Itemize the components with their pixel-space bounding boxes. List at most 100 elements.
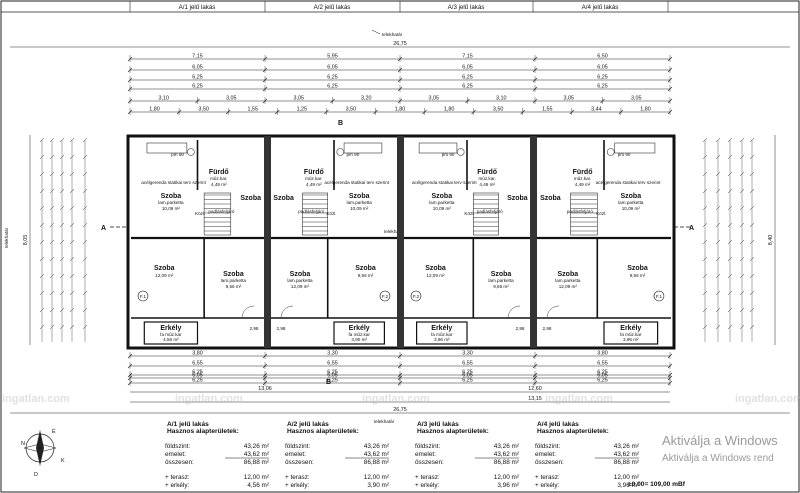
top-dim-0-3: 6,50: [597, 54, 608, 60]
pm-label-1: pm 90: [171, 152, 184, 157]
section-mark-b-bottom: B: [326, 379, 331, 386]
table-row-label-2-4: összesen:: [535, 459, 564, 466]
table-title-3: A/3 jelű lakás: [417, 421, 459, 428]
watermark-2: ingatlan.com: [175, 393, 243, 405]
terrace-dim-2: 2,98: [277, 326, 286, 331]
table-extra-label-0-1: + terasz:: [165, 474, 190, 481]
bottom-dim-2-0: 6,25: [192, 370, 203, 376]
column-marker-label-2: F.2: [382, 294, 389, 299]
table-row-value-1-1: 43,62 m²: [244, 451, 269, 458]
staircase-3: [472, 192, 499, 236]
bottom-dim-1-3: 6,55: [597, 361, 608, 367]
top-dim-5-6: 1,80: [444, 107, 455, 113]
column-marker-label-3: F.2: [413, 294, 420, 299]
top-dim-5-8: 1,55: [542, 107, 553, 113]
table-title-2: A/2 jelű lakás: [287, 421, 329, 428]
table-extra-label-0-3: + terasz:: [415, 474, 440, 481]
beam-note-4: acélgerenda statikai terv szerint: [596, 180, 661, 185]
watermark-4: ingatlan.com: [545, 393, 613, 405]
lower-room-b-floor-1: lam.parketta: [221, 278, 247, 283]
upper-room-area-3: 10,09 m²: [433, 206, 452, 211]
top-dim-3-0: 6,25: [192, 84, 203, 90]
table-row-label-0-4: földszint:: [535, 443, 560, 450]
table-extra-label-1-1: + erkély:: [165, 482, 190, 489]
balcony-1: [143, 321, 199, 345]
top-unit-a3: A/3 jelű lakás: [448, 4, 485, 11]
table-row-label-2-3: összesen:: [415, 459, 444, 466]
bottom-total-3: 13,15: [528, 396, 542, 402]
table-row-value-0-4: 43,26 m²: [614, 443, 639, 450]
top-dim-5-7: 3,50: [493, 107, 504, 113]
attic-note-4: padlásfeljáró: [567, 209, 593, 214]
top-dim-1-2: 6,05: [462, 65, 473, 71]
top-dim-4-1: 3,05: [226, 96, 237, 102]
bottom-total-2: 12,60: [528, 386, 542, 392]
lower-room-a-area-4: 9,56 m²: [630, 273, 646, 278]
lower-room-b-label-1: Szoba: [223, 271, 244, 278]
table-extra-value-1-1: 4,56 m²: [247, 482, 269, 489]
balcony-label-2: Erkély: [349, 325, 370, 332]
top-dim-0-2: 7,15: [462, 54, 473, 60]
top-unit-a2: A/2 jelű lakás: [314, 4, 351, 11]
table-row-value-2-4: 86,88 m²: [614, 459, 639, 466]
table-extra-value-1-2: 3,90 m²: [367, 482, 389, 489]
lower-room-b-label-2: Szoba: [290, 271, 311, 278]
top-dim-3-1: 6,25: [327, 84, 338, 90]
balcony-floor-2: fa mûz.kar: [348, 332, 370, 337]
bottom-dim-1-0: 6,55: [192, 361, 203, 367]
party-wall-3: [530, 136, 537, 348]
windows-notice-line1: Aktiválja a Windows: [662, 433, 778, 448]
top-dim-2-1: 6,25: [327, 75, 338, 81]
side-room-label-1: Szoba: [240, 195, 261, 202]
table-row-value-1-3: 43,62 m²: [494, 451, 519, 458]
lower-room-a-area-1: 12,09 m²: [155, 273, 174, 278]
beam-note-3: acélgerenda statikai terv szerint: [412, 180, 477, 185]
bottom-dim-4-1: 6,05: [327, 373, 338, 379]
top-dim-5-3: 1,25: [297, 107, 308, 113]
lower-room-a-label-2: Szoba: [355, 265, 376, 272]
table-extra-value-1-3: 3,96 m²: [497, 482, 519, 489]
top-dim-1-0: 6,05: [192, 65, 203, 71]
corridor-label-2: Közl.: [326, 211, 336, 216]
top-dim-5-10: 1,80: [640, 107, 651, 113]
lower-room-a-label-4: Szoba: [627, 265, 648, 272]
bath-floor-2: mûz.kar.: [305, 176, 322, 181]
lower-room-a-area-2: 9,56 m²: [358, 273, 374, 278]
top-dim-5-9: 3,44: [591, 107, 602, 113]
attic-note-1: padlásfeljáró: [208, 209, 234, 214]
table-title-1: A/1 jelű lakás: [167, 421, 209, 428]
compass-rose: É N K D: [21, 428, 65, 478]
party-wall-2: [397, 136, 404, 348]
table-extra-value-0-4: 12,00 m²: [614, 474, 639, 481]
table-subtitle-4: Hasznos alapterületek:: [537, 428, 609, 435]
balcony-2: [333, 321, 386, 345]
bath-label-2: Fürdő: [304, 169, 324, 176]
top-dim-0-1: 5,95: [327, 54, 338, 60]
bottom-dim-2-2: 6,25: [462, 370, 473, 376]
bottom-dim-2-1: 6,25: [327, 370, 338, 376]
table-extra-value-0-1: 12,00 m²: [244, 474, 269, 481]
bottom-dim-1-2: 6,55: [462, 361, 473, 367]
top-dim-4-3: 3,20: [361, 96, 372, 102]
balcony-area-3: 3,96 m²: [434, 337, 450, 342]
bath-area-3: 4,49 m²: [479, 182, 495, 187]
bath-label-3: Fürdő: [477, 169, 497, 176]
table-row-label-1-4: emelet:: [535, 451, 556, 458]
lower-room-b-area-4: 12,09 m²: [559, 284, 578, 289]
lower-room-b-label-3: Szoba: [491, 271, 512, 278]
balcony-label-3: Erkély: [431, 325, 452, 332]
top-dim-1-3: 6,05: [597, 65, 608, 71]
table-title-4: A/4 jelű lakás: [537, 421, 579, 428]
corridor-label-1: Közl.: [195, 211, 205, 216]
top-dim-2-0: 6,25: [192, 75, 203, 81]
upper-room-label-1: Szoba: [161, 193, 182, 200]
pm-label-4: pm 90: [618, 152, 631, 157]
side-room-label-2: Szoba: [273, 195, 294, 202]
left-depth: 8,05: [23, 235, 29, 246]
right-depth: 8,40: [768, 235, 774, 246]
table-row-value-2-3: 86,88 m²: [494, 459, 519, 466]
top-dim-4-7: 3,05: [631, 96, 642, 102]
table-row-label-2-2: összesen:: [285, 459, 314, 466]
